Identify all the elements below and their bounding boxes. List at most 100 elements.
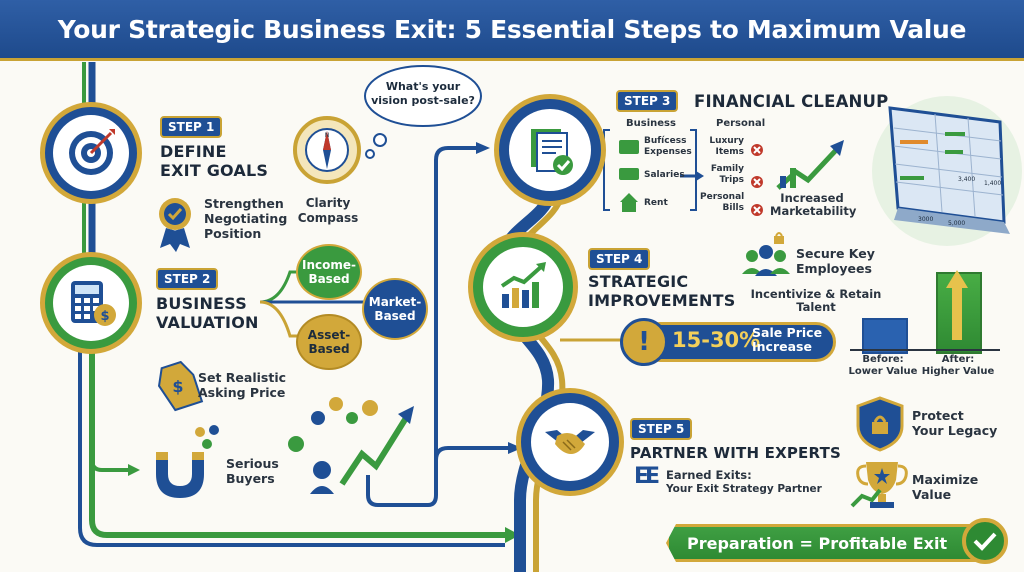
step4-heading: STRATEGIC IMPROVEMENTS	[588, 272, 736, 310]
step3-circle	[494, 94, 606, 206]
page-title: Your Strategic Business Exit: 5 Essentia…	[57, 14, 967, 44]
market-based-node: Market-Based	[362, 278, 428, 340]
compass-caption-line2: Compass	[297, 211, 359, 225]
increase-line1: Sale Price	[752, 325, 823, 340]
partner-line1: Earned Exits:	[666, 468, 752, 482]
legacy-line2: Your Legacy	[912, 423, 998, 438]
price-line1: Set Realistic	[198, 370, 287, 385]
bubble-line2: vision post-sale?	[371, 94, 475, 107]
step1-circle	[40, 102, 142, 204]
price-caption: Set Realistic Asking Price	[198, 370, 286, 400]
asset-line1: Asset-	[307, 328, 351, 342]
personal-item: Luxury Items	[709, 136, 744, 157]
negotiate-line1: Strengthen	[204, 196, 284, 211]
step1-badge: STEP 1	[160, 116, 223, 138]
brand-mark: EE	[634, 464, 660, 489]
price-line2: Asking Price	[198, 385, 286, 400]
asset-line2: Based	[308, 342, 350, 356]
legacy-caption: Protect Your Legacy	[912, 408, 997, 438]
compass-icon: N	[293, 116, 361, 184]
partner-line2: Your Exit Strategy Partner	[666, 483, 822, 495]
employees-line1: Secure Key	[796, 246, 875, 261]
checkmark-icon	[962, 518, 1008, 564]
step3-badge: STEP 3	[616, 90, 679, 112]
calculator-icon: $	[71, 281, 116, 326]
personal-item: Family Trips	[710, 164, 744, 185]
compass-caption: Clarity Compass	[292, 196, 364, 226]
step4-badge: STEP 4	[588, 248, 651, 270]
svg-text:$: $	[172, 377, 183, 396]
thought-bubble: What's your vision post-sale?	[370, 80, 476, 108]
market-line2: Based	[374, 309, 416, 323]
market-line1: Market-	[368, 295, 422, 309]
legacy-line1: Protect	[912, 408, 964, 423]
after-line1: After:	[941, 354, 975, 365]
partner-caption: Earned Exits: Your Exit Strategy Partner	[666, 468, 822, 496]
employees-caption: Secure Key Employees	[796, 246, 875, 276]
handshake-icon	[545, 430, 595, 454]
negotiate-line3: Position	[204, 226, 262, 241]
increase-percent: 15-30%	[672, 328, 761, 352]
sheet-value: 1,400	[984, 180, 1002, 187]
maximize-line2: Value	[912, 487, 952, 502]
step2-badge: STEP 2	[156, 268, 219, 290]
svg-text:N: N	[325, 132, 330, 139]
marketability-line2: Marketability	[770, 204, 857, 218]
business-item: Bufícess Expenses	[644, 136, 692, 157]
growth-chart-icon	[500, 262, 546, 308]
after-line2: Higher Value	[921, 366, 995, 377]
bubble-line1: What's your	[385, 80, 461, 93]
compass-caption-line1: Clarity	[305, 196, 351, 210]
negotiate-caption: Strengthen Negotiating Position	[204, 196, 287, 241]
step2-heading: BUSINESS VALUATION	[156, 294, 259, 332]
personal-column-header: Personal	[716, 118, 766, 129]
income-based-node: Income-Based	[296, 244, 362, 300]
step4-heading-line1: STRATEGIC	[588, 272, 689, 291]
business-item: Rent	[644, 198, 668, 208]
step3-heading: FINANCIAL CLEANUP	[694, 92, 889, 111]
footer-banner: Preparation = Profitable Exit	[666, 524, 984, 562]
marketability-caption: Increased Marketability	[770, 192, 857, 218]
target-icon	[69, 129, 115, 175]
buyers-line1: Serious	[226, 456, 279, 471]
employees-line2: Employees	[796, 261, 872, 276]
step4-circle	[468, 232, 578, 342]
increase-line2: Increase	[752, 339, 812, 354]
step5-heading: PARTNER WITH EXPERTS	[630, 444, 842, 462]
before-caption: Before: Lower Value	[846, 354, 920, 378]
asset-based-node: Asset-Based	[296, 314, 362, 370]
documents-check-icon	[531, 129, 573, 175]
before-line1: Before:	[862, 354, 904, 365]
svg-text:$: $	[100, 309, 109, 324]
alert-icon: !	[620, 318, 668, 366]
sheet-value: 3,400	[958, 176, 976, 183]
buyers-caption: Serious Buyers	[226, 456, 279, 486]
negotiate-line2: Negotiating	[204, 211, 288, 226]
buyers-line2: Buyers	[226, 471, 275, 486]
step2-circle: $	[40, 252, 142, 354]
step5-badge: STEP 5	[630, 418, 693, 440]
increase-label: Sale Price Increase	[752, 326, 822, 354]
income-line2: Based	[308, 272, 350, 286]
step5-circle	[516, 388, 624, 496]
step4-heading-line2: IMPROVEMENTS	[588, 291, 736, 310]
before-bar	[862, 318, 908, 354]
footer-text: Preparation = Profitable Exit	[687, 533, 948, 553]
sheet-value: 3000	[918, 216, 934, 223]
maximize-caption: Maximize Value	[912, 472, 978, 502]
before-line2: Lower Value	[848, 366, 918, 377]
step1-heading: DEFINE EXIT GOALS	[160, 142, 268, 180]
step1-heading-line2: EXIT GOALS	[160, 161, 269, 180]
business-item: Salaries	[644, 170, 685, 180]
